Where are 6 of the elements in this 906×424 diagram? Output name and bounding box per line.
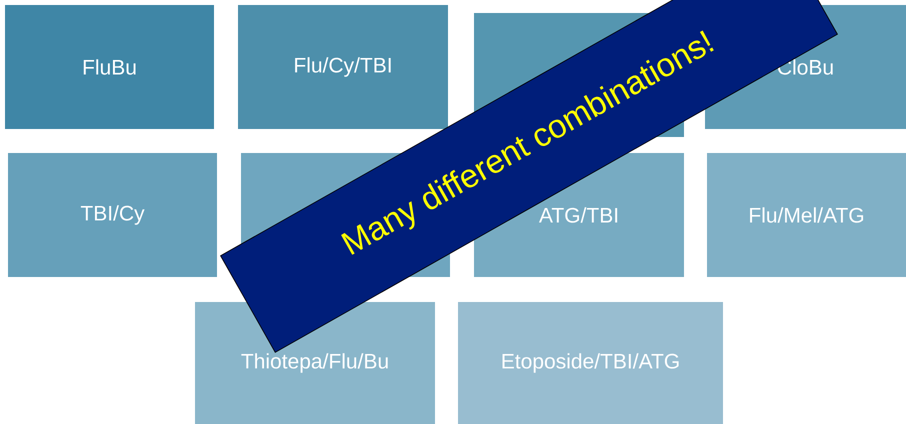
regimen-tile: Flu/Mel/ATG bbox=[707, 153, 906, 277]
regimen-tile: TBI/Cy bbox=[8, 153, 217, 277]
regimen-tile: Thiotepa/Flu/Bu bbox=[195, 302, 435, 424]
regimen-tile: Etoposide/TBI/ATG bbox=[458, 302, 723, 424]
regimen-tile: FluBu bbox=[5, 5, 214, 129]
regimen-tile: Flu/Cy/TBI bbox=[238, 5, 448, 129]
